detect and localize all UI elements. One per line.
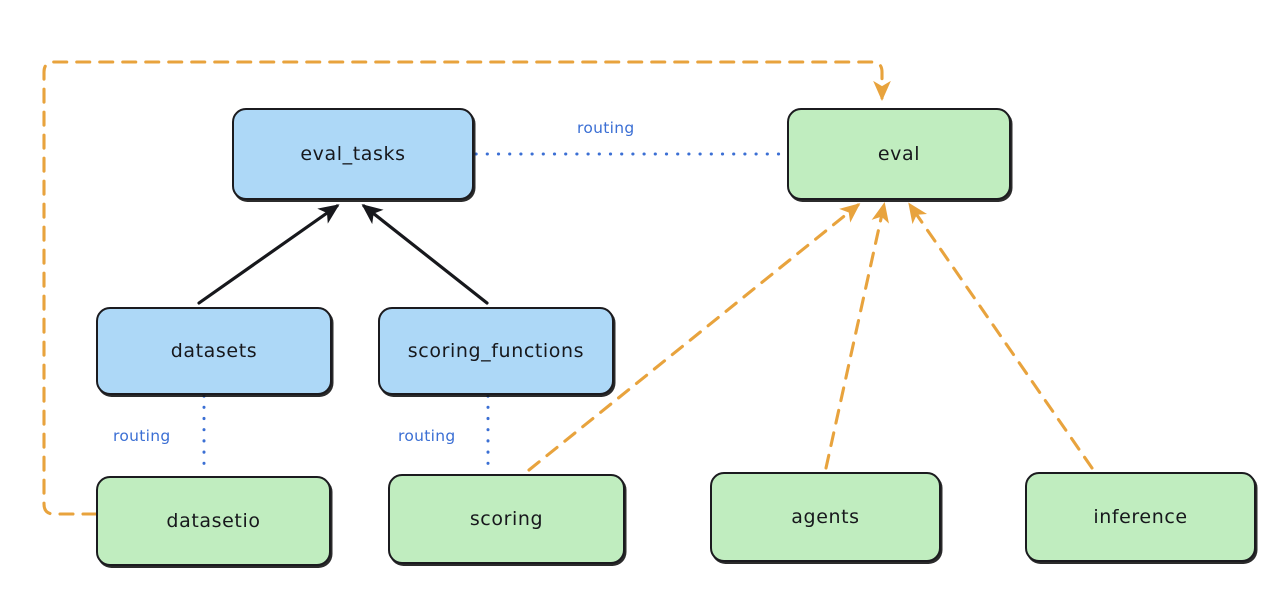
node-eval-label: eval — [877, 143, 921, 165]
edge-agents-to-eval — [824, 202, 889, 470]
node-scoring-functions[interactable]: scoring_functions — [378, 307, 614, 395]
node-eval-tasks-label: eval_tasks — [300, 143, 406, 165]
node-eval[interactable]: eval — [787, 108, 1011, 200]
node-agents-label: agents — [791, 506, 860, 528]
node-agents[interactable]: agents — [710, 472, 941, 562]
node-datasetio[interactable]: datasetio — [96, 476, 331, 566]
node-datasets-label: datasets — [170, 340, 258, 362]
edge-inference-to-eval — [908, 202, 1094, 470]
node-datasetio-label: datasetio — [166, 510, 261, 532]
edge-datasetio-to-eval — [42, 60, 891, 516]
node-scoring-label: scoring — [469, 508, 544, 530]
node-datasets[interactable]: datasets — [96, 307, 332, 395]
node-inference[interactable]: inference — [1025, 472, 1256, 562]
node-inference-label: inference — [1093, 506, 1188, 528]
node-eval-tasks[interactable]: eval_tasks — [232, 108, 474, 200]
edge-label-routing-datasets: routing — [113, 427, 171, 445]
edge-datasets-to-evaltasks — [197, 204, 340, 305]
node-scoring[interactable]: scoring — [388, 474, 625, 564]
edge-scoring-to-eval — [527, 203, 861, 472]
node-scoring-functions-label: scoring_functions — [407, 340, 585, 362]
edge-scoringfunctions-to-evaltasks — [361, 204, 489, 305]
edge-label-routing-scoring: routing — [398, 427, 456, 445]
edge-label-routing-eval: routing — [577, 119, 635, 137]
